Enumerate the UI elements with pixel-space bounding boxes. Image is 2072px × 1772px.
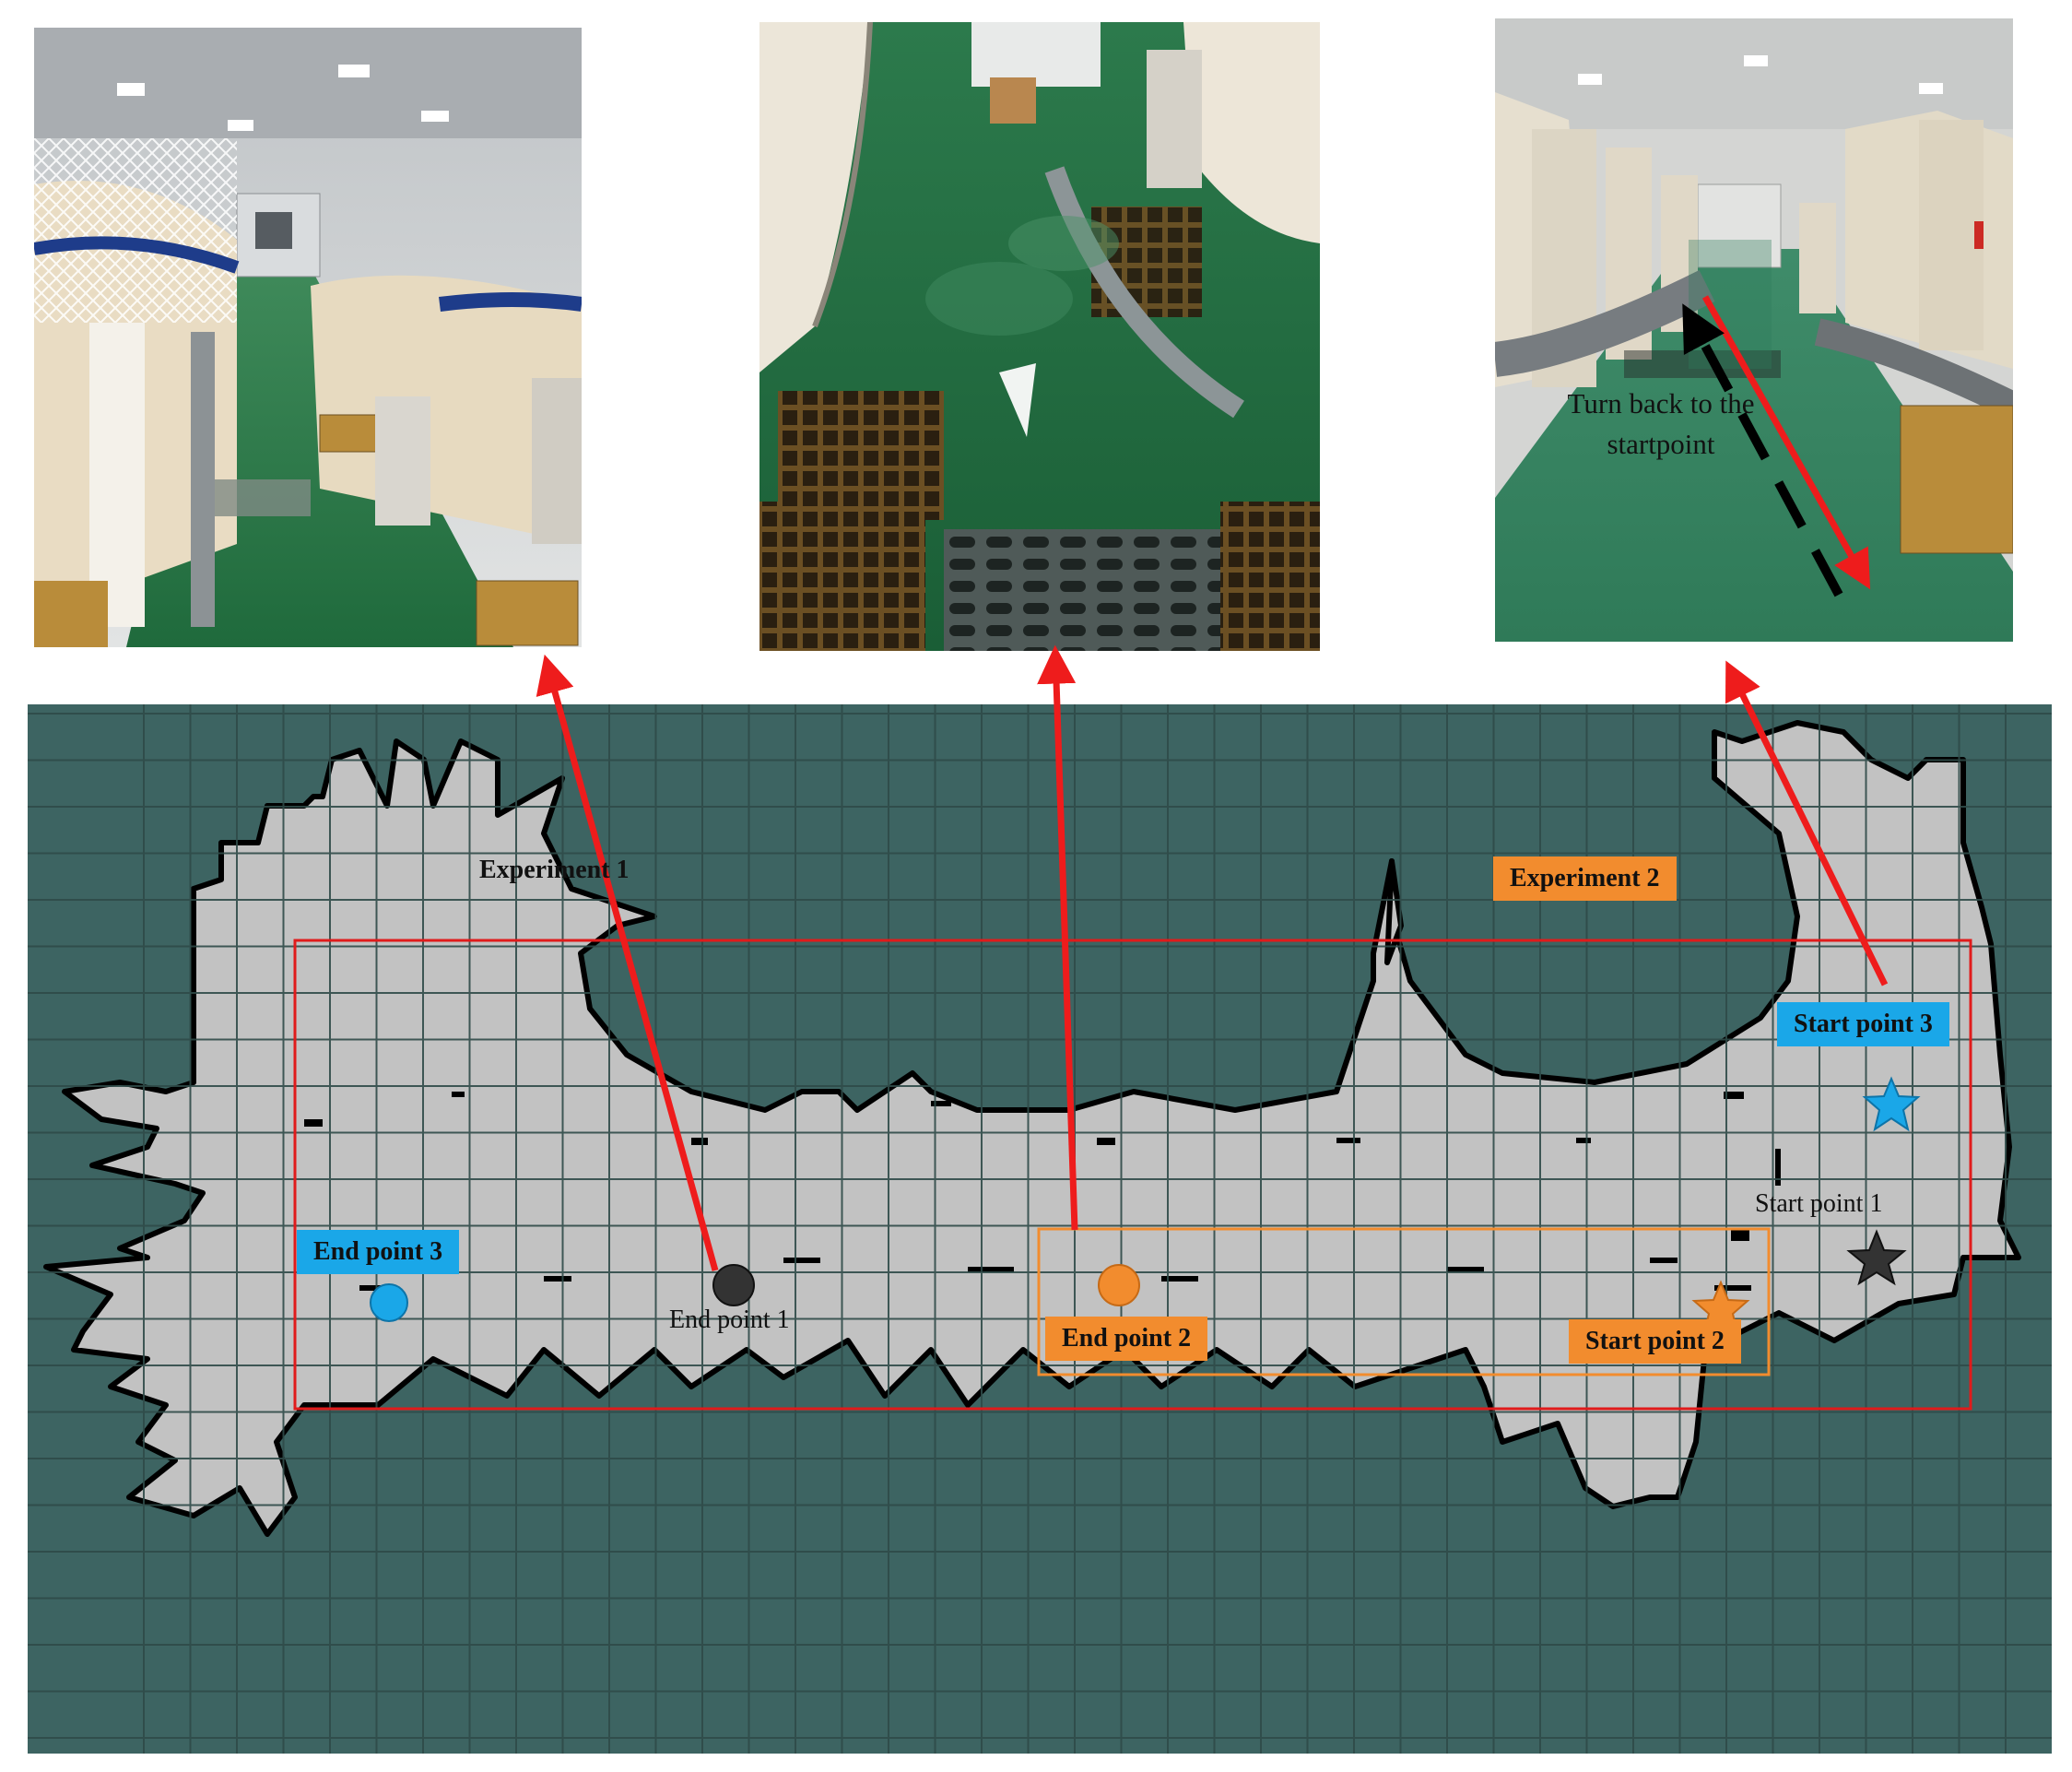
photo-green-floor-image (759, 22, 1320, 651)
photo-return-path-image (1495, 18, 2013, 642)
start-point-1-label: Start point 1 (1755, 1189, 1883, 1218)
end-point-3-label: End point 3 (297, 1230, 460, 1274)
photo-green-floor (759, 22, 1320, 651)
photo-tank-corridor (34, 28, 582, 647)
experiment-1-label: Experiment 1 (479, 856, 630, 884)
photo-return-note: Turn back to the startpoint (1567, 387, 1755, 460)
start-point-3-label: Start point 3 (1777, 1002, 1949, 1046)
occupancy-grid-map (28, 704, 2052, 1754)
end-point-1-label: End point 1 (669, 1305, 790, 1334)
occupancy-grid-map-svg (28, 704, 2052, 1754)
end-point-2-label: End point 2 (1045, 1317, 1208, 1361)
experiment-2-label: Experiment 2 (1493, 856, 1677, 901)
start-point-2-label: Start point 2 (1569, 1319, 1741, 1364)
photo-return-path (1495, 18, 2013, 642)
photo-tank-corridor-image (34, 28, 582, 647)
